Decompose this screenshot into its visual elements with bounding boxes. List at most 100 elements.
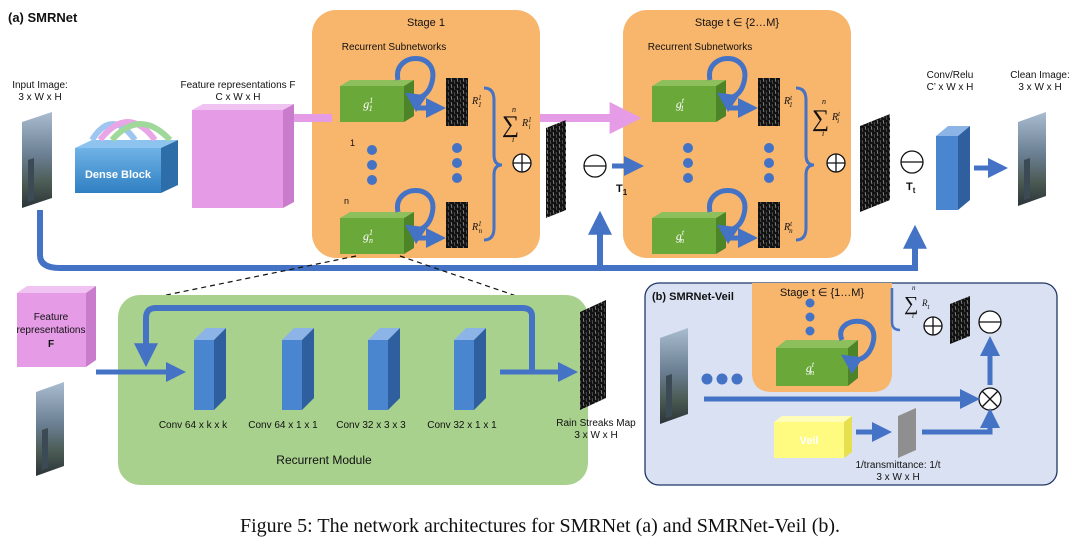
subtract-operator <box>583 154 607 178</box>
t1-label: T1 <box>616 183 628 197</box>
ellipsis-dot <box>764 173 774 183</box>
subtract-operator <box>900 150 924 174</box>
transmittance-map <box>898 408 916 458</box>
ellipsis-dot <box>367 145 377 155</box>
skip-connection-arrow <box>37 210 927 271</box>
index-n-label: n <box>344 196 349 206</box>
input-image <box>22 112 52 208</box>
add-operator <box>923 316 943 336</box>
rain-map-size: 3 x W x H <box>574 430 617 441</box>
add-operator <box>512 153 532 173</box>
stage-t-subtitle: Recurrent Subnetworks <box>648 42 753 53</box>
clean-image-size: 3 x W x H <box>1018 82 1061 93</box>
rain-map-label: Rain Streaks Map <box>556 418 636 429</box>
sum-lower-limit: i <box>912 312 914 320</box>
veil-subnetwork-block <box>776 340 858 386</box>
ellipsis-dot <box>731 373 743 385</box>
sum-upper-limit: n <box>912 284 916 292</box>
ellipsis-dot <box>683 158 693 168</box>
stage-t-panel <box>623 10 851 258</box>
features-f-label: Feature <box>34 312 69 323</box>
sum-lower-limit: i <box>512 135 514 144</box>
ellipsis-dot <box>683 173 693 183</box>
ellipsis-dot <box>452 143 462 153</box>
recurrent-module-title: Recurrent Module <box>276 453 372 467</box>
transmittance-label: 1/transmittance: 1/t <box>855 460 940 471</box>
sum-upper-limit: n <box>512 105 516 114</box>
ellipsis-dot <box>764 143 774 153</box>
conv-label: Conv 32 x 3 x 3 <box>336 420 406 431</box>
conv-block-1 <box>194 328 226 410</box>
recurrent-loop-arrow <box>395 188 436 245</box>
ellipsis-dot <box>452 173 462 183</box>
veil-stage-title: Stage t ∈ {1…M} <box>780 287 865 299</box>
stage-1-subtitle: Recurrent Subnetworks <box>342 42 447 53</box>
sum-brace <box>890 288 901 332</box>
ellipsis-dot <box>367 175 377 185</box>
conv-block-4 <box>454 328 486 410</box>
conv-block-3 <box>368 328 400 410</box>
zoom-line-right <box>399 255 529 301</box>
sum-brace <box>795 86 815 242</box>
subtract-operator <box>978 310 1002 334</box>
ellipsis-dot <box>452 158 462 168</box>
veil-block <box>774 416 852 458</box>
sum-brace <box>483 86 503 242</box>
rain-streaks-map <box>580 300 606 410</box>
small-input-image <box>36 382 64 476</box>
subnetwork-g1t-block <box>652 80 726 122</box>
input-image-label: Input Image: <box>12 80 68 91</box>
veil-label: Veil <box>800 435 819 447</box>
veil-rain-map <box>950 296 970 344</box>
conv-label: Conv 64 x 1 x 1 <box>248 420 318 431</box>
features-label: Feature representations F <box>180 80 295 91</box>
veil-input-image <box>660 328 688 424</box>
conv-label: Conv 64 x k x k <box>159 420 228 431</box>
input-image-size: 3 x W x H <box>18 92 61 103</box>
subnetwork-g1-block <box>340 80 414 122</box>
transmittance-arrow <box>922 408 1000 435</box>
transmittance-size: 3 x W x H <box>876 472 919 483</box>
conv-relu-block <box>936 126 970 210</box>
rain-map-r1 <box>446 78 468 126</box>
rain-map-r1t <box>758 78 780 126</box>
sum-lower-limit: i <box>822 129 824 138</box>
subnetwork-gn-block <box>340 212 414 254</box>
sum-upper-limit: n <box>822 97 826 106</box>
veil-sum-r-label: Rt <box>921 298 931 311</box>
tt-label: Tt <box>906 181 916 195</box>
section-b-label: (b) SMRNet-Veil <box>652 291 734 303</box>
conv-label: Conv 32 x 1 x 1 <box>427 420 497 431</box>
zoom-line-left <box>141 255 357 301</box>
dense-block <box>75 119 178 193</box>
multiply-operator <box>978 387 1002 411</box>
rain-map-stage1 <box>546 120 566 218</box>
conv-block-2 <box>282 328 314 410</box>
conv-relu-size: C’ x W x H <box>927 82 974 93</box>
ellipsis-dot <box>683 143 693 153</box>
sum-sigma: ∑ <box>502 112 519 138</box>
clean-image <box>1018 112 1046 206</box>
subnetwork-gnt-block <box>652 212 726 254</box>
clean-image-label: Clean Image: <box>1010 70 1069 81</box>
recurrent-loop-arrow <box>707 188 748 245</box>
stage-t-title: Stage t ∈ {2…M} <box>695 17 780 29</box>
sum-sigma: ∑ <box>812 106 829 132</box>
recurrent-feedback-arrow <box>134 305 535 372</box>
stage-1-title: Stage 1 <box>407 17 445 29</box>
ellipsis-dot <box>805 312 815 322</box>
ellipsis-dot <box>367 160 377 170</box>
features-f-symbol: F <box>48 339 54 350</box>
dense-block-label: Dense Block <box>85 169 152 181</box>
